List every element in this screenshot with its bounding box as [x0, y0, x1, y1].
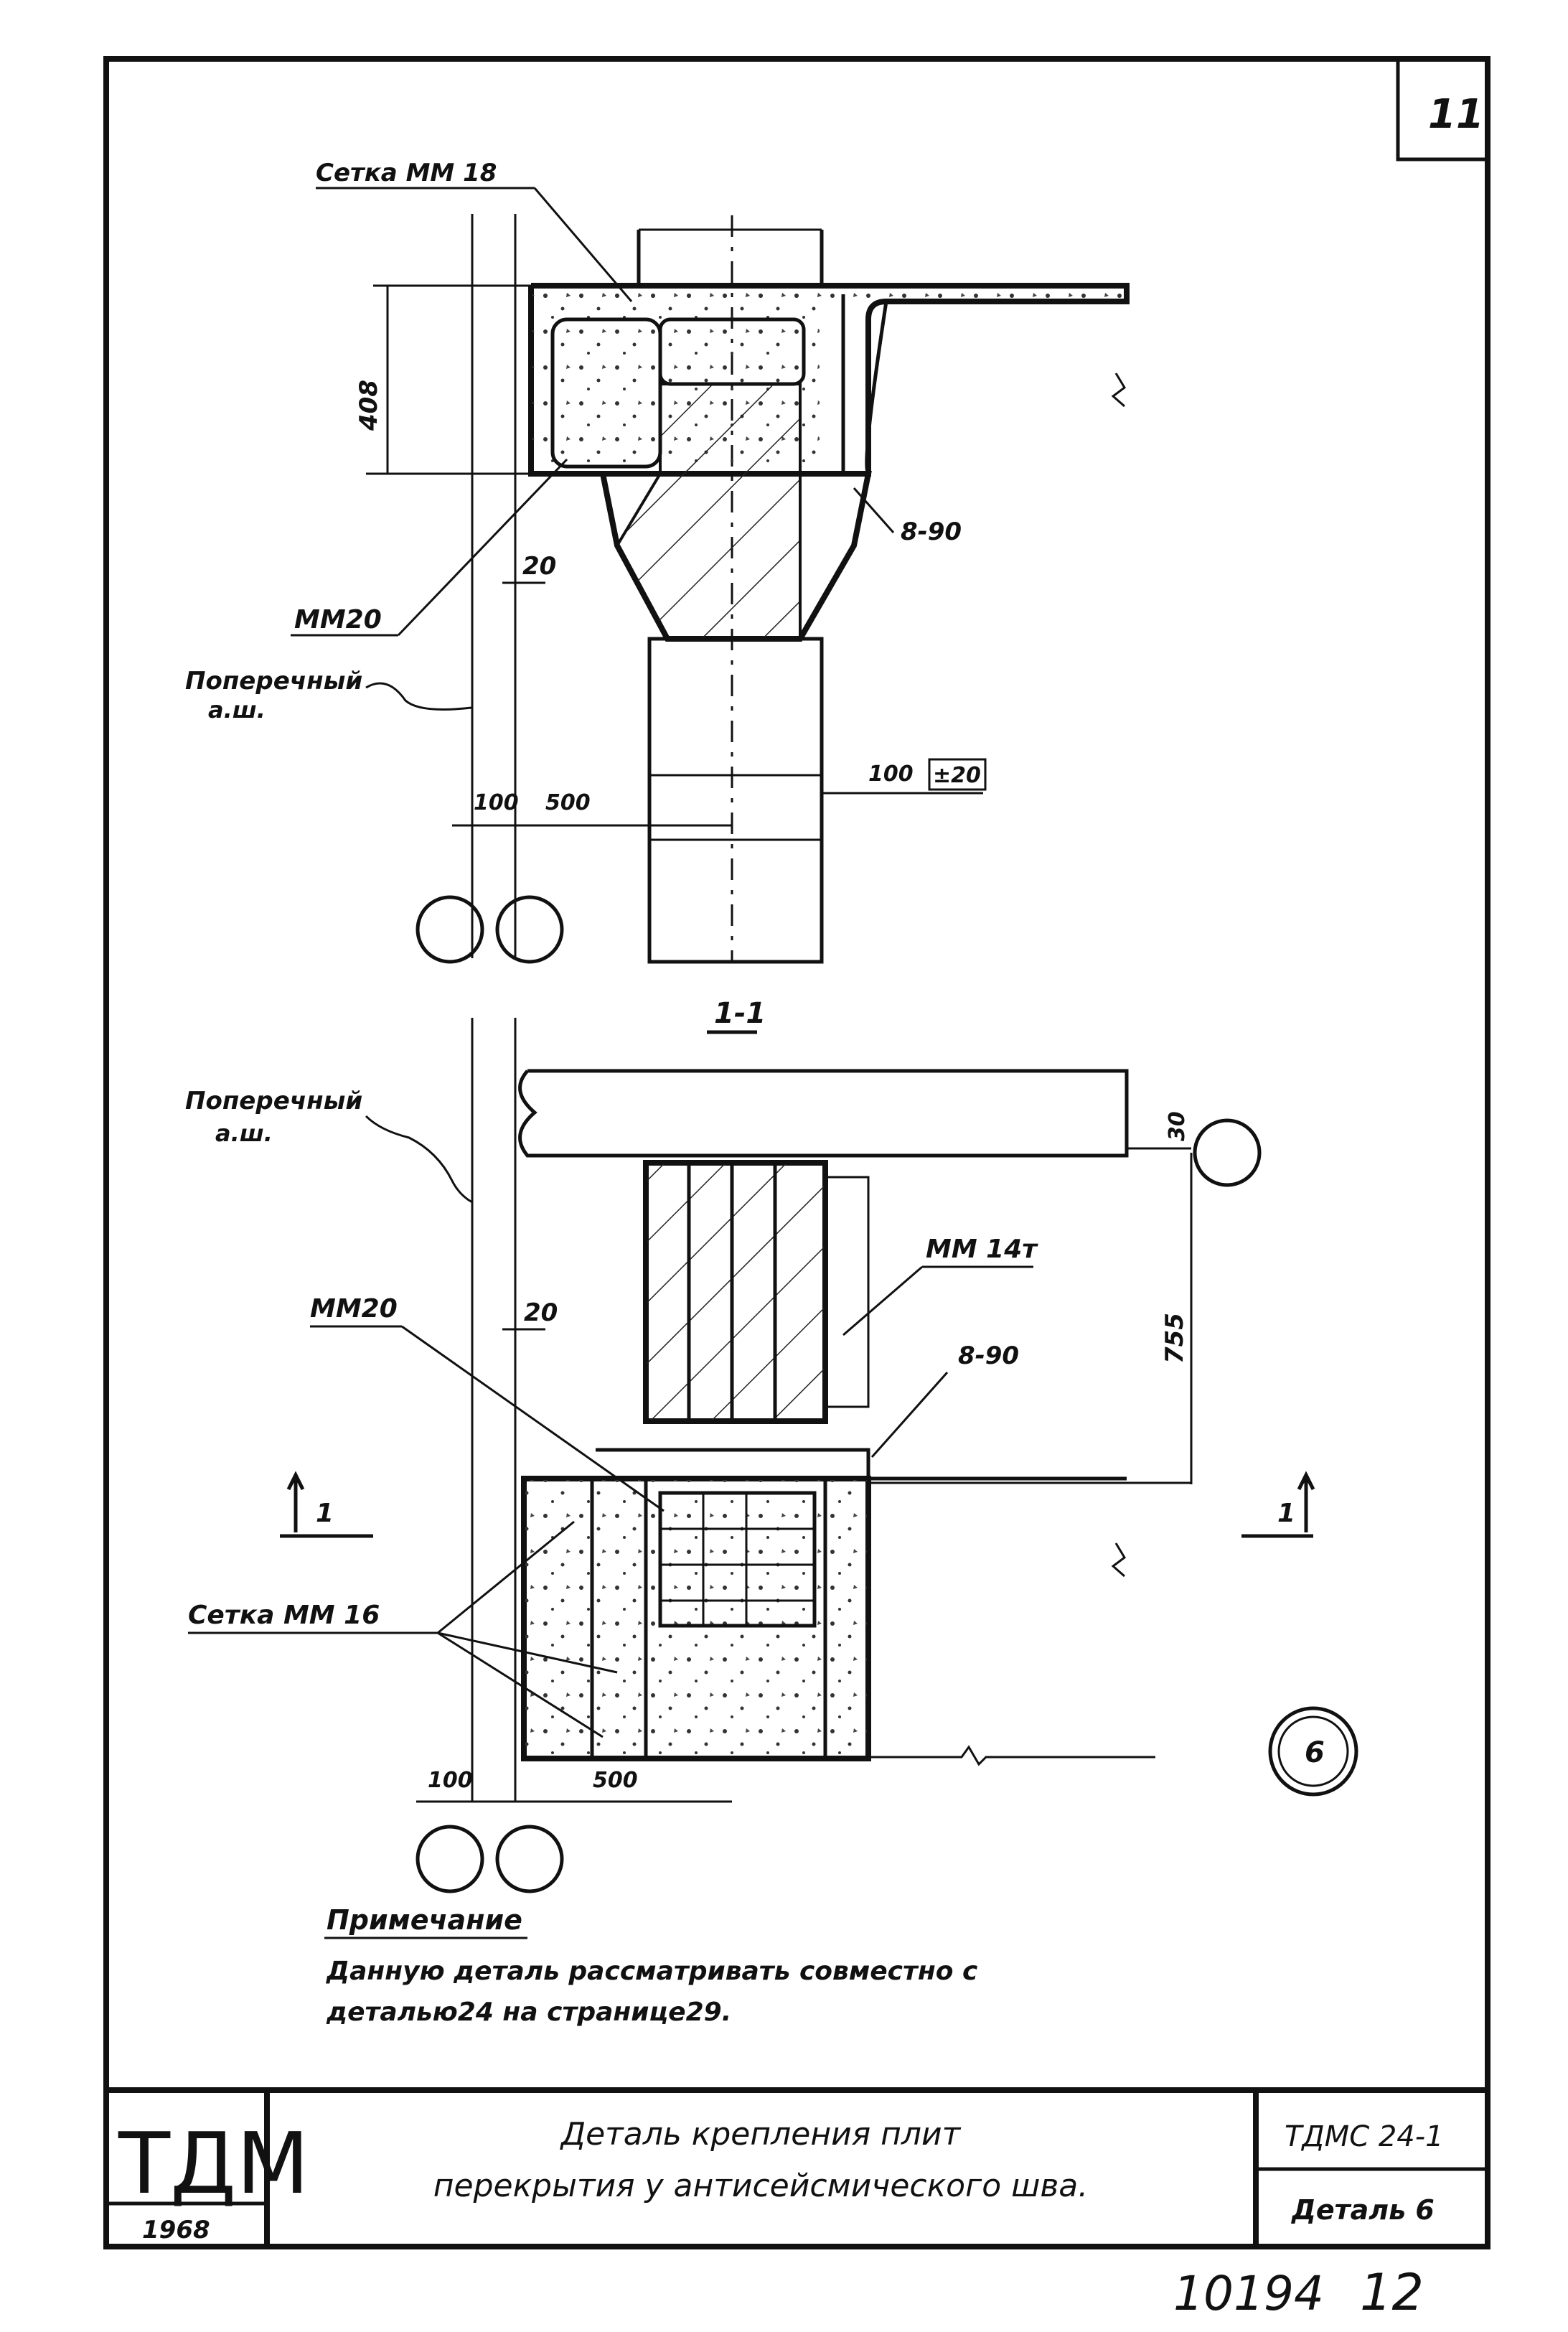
footer-number: 10194	[1173, 2266, 1324, 2321]
dim-500-section: 500	[593, 1768, 638, 1793]
label-8-90-top: 8-90	[901, 518, 962, 546]
leader-mesh-mm18	[533, 187, 633, 302]
title-line-1: Деталь крепления плит	[560, 2116, 962, 2153]
title-block: ТДМ 1968 Деталь крепления плит перекрыти…	[106, 2087, 1488, 2247]
detail-marker-outer	[1268, 1706, 1358, 1797]
dim-755: 755	[1160, 1313, 1189, 1364]
top-detail: 408 Сетка ММ 18 ММ20 20 8-90 Поперечный …	[185, 159, 1130, 964]
axis-marker-5	[495, 1825, 564, 1893]
dim-boxed-20: ±20	[933, 763, 981, 788]
dim-100-top: 100	[474, 790, 519, 815]
axis-marker-1	[416, 895, 484, 964]
note-line-1: Данную деталь рассматривать совместно с	[326, 1957, 977, 1986]
drawing-code: ТДМС 24-1	[1285, 2120, 1444, 2153]
section-title: 1-1	[714, 997, 766, 1030]
label-mesh-mm16: Сетка ММ 16	[188, 1601, 380, 1630]
cut-mark-right: 1	[1277, 1499, 1295, 1528]
label-axis-top: а.ш.	[208, 696, 266, 724]
note-line-2: деталью24 на странице29.	[326, 1998, 731, 2027]
page-number: 11	[1428, 91, 1484, 138]
footer-page: 12	[1360, 2263, 1424, 2322]
axis-marker-3	[1193, 1118, 1262, 1187]
dim-100-section: 100	[428, 1768, 473, 1793]
upper-slab	[518, 1069, 1129, 1158]
section-detail: 1-1 30 ММ 14т 755	[185, 997, 1358, 1893]
detail-label: Деталь 6	[1291, 2194, 1435, 2226]
axis-marker-4	[416, 1825, 484, 1893]
dim-500-top: 500	[545, 790, 591, 815]
title-line-2: перекрытия у антисейсмического шва.	[433, 2168, 1089, 2204]
dim-100-right: 100	[868, 762, 914, 787]
column-shaft	[647, 637, 824, 964]
label-mm14t: ММ 14т	[926, 1235, 1038, 1264]
dim-20-section: 20	[524, 1298, 558, 1327]
dim-30: 30	[1165, 1111, 1190, 1141]
page-number-box	[1396, 59, 1488, 161]
note-heading: Примечание	[327, 1904, 522, 1936]
dim-408: 408	[355, 380, 383, 431]
logo: ТДМ	[118, 2114, 309, 2213]
label-mesh-mm18: Сетка ММ 18	[316, 159, 497, 187]
boxed-20	[928, 758, 987, 791]
axis-marker-2	[495, 895, 564, 964]
note-block: Примечание Данную деталь рассматривать с…	[324, 1904, 977, 2027]
detail-marker-inner	[1277, 1715, 1349, 1787]
detail-number: 6	[1305, 1736, 1325, 1769]
cut-mark-left: 1	[316, 1499, 334, 1528]
label-transverse-section: Поперечный	[185, 1087, 362, 1115]
label-transverse-top: Поперечный	[185, 667, 362, 696]
label-axis-section: а.ш.	[215, 1120, 273, 1147]
label-mm20-section: ММ20	[310, 1294, 398, 1324]
dim-20-top: 20	[522, 552, 556, 581]
label-mm20-top: ММ20	[294, 605, 382, 634]
label-8-90-section: 8-90	[958, 1341, 1019, 1370]
sheet-frame	[103, 56, 1490, 2249]
year: 1968	[142, 2216, 210, 2244]
